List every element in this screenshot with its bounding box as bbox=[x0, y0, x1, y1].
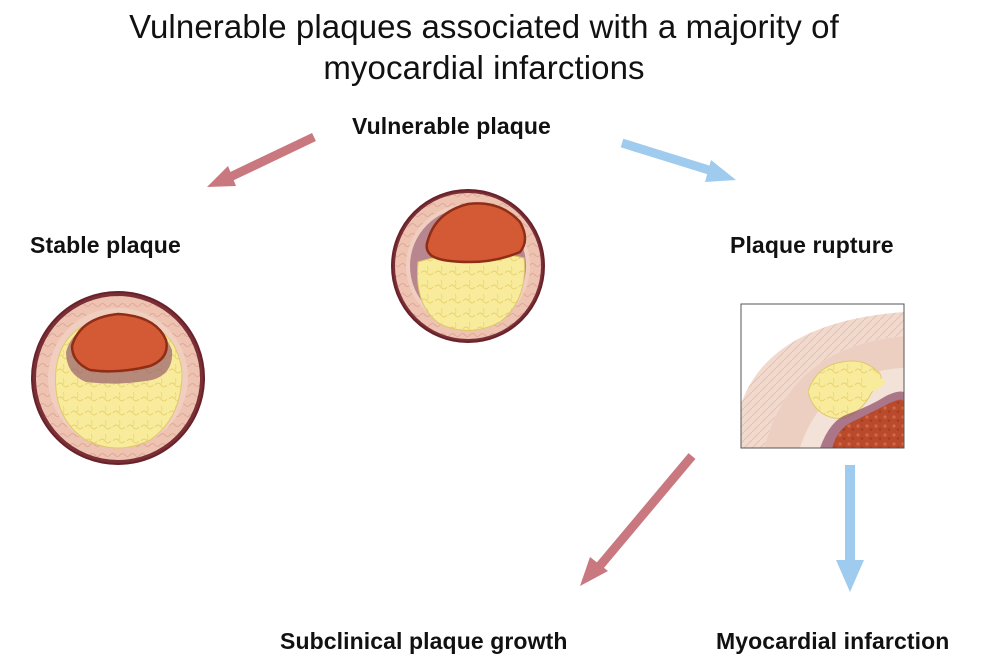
label-vulnerable-plaque: Vulnerable plaque bbox=[352, 113, 551, 139]
plaque-rupture-illustration bbox=[740, 303, 905, 449]
label-myocardial-infarction: Myocardial infarction bbox=[716, 628, 950, 654]
label-subclinical-plaque-growth: Subclinical plaque growth bbox=[280, 628, 568, 654]
label-plaque-rupture: Plaque rupture bbox=[730, 232, 894, 258]
title-line-1: Vulnerable plaques associated with a maj… bbox=[129, 8, 839, 45]
arrow-to-stable-plaque bbox=[207, 132, 316, 187]
arrow-to-myocardial-infarction bbox=[836, 465, 864, 592]
title-line-2: myocardial infarctions bbox=[323, 49, 645, 86]
vulnerable-plaque-illustration bbox=[391, 189, 545, 343]
label-stable-plaque: Stable plaque bbox=[30, 232, 181, 258]
stable-plaque-illustration bbox=[31, 291, 205, 465]
arrow-to-plaque-rupture bbox=[620, 138, 736, 182]
page-title: Vulnerable plaques associated with a maj… bbox=[0, 6, 968, 88]
arrow-to-subclinical-growth bbox=[580, 453, 696, 586]
